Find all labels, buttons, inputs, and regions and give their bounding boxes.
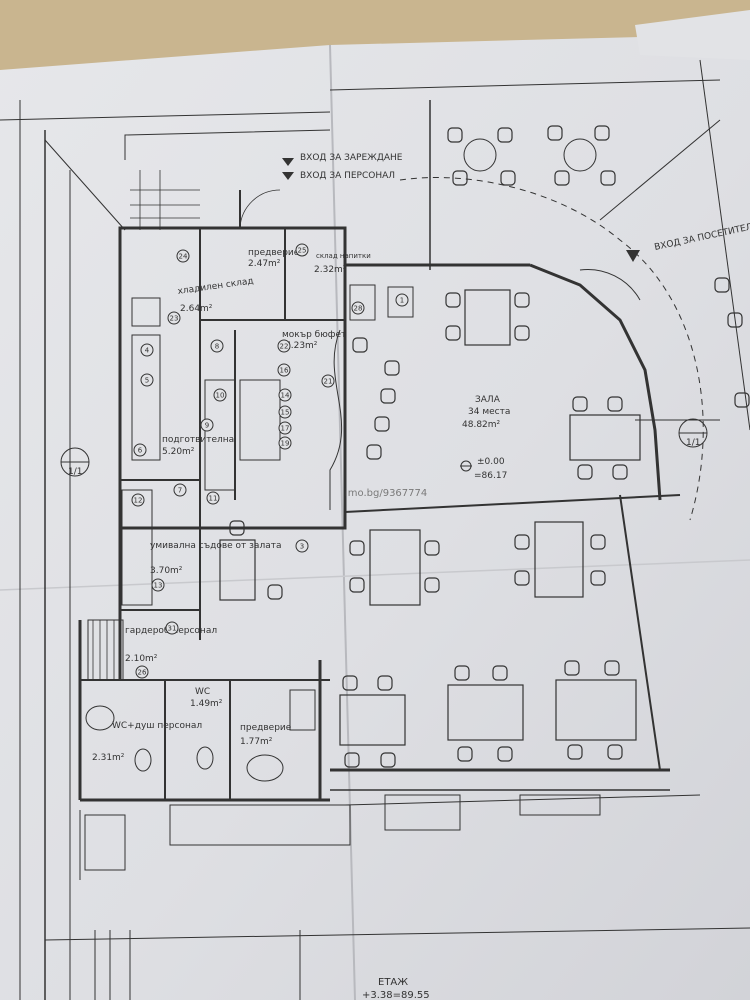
marker-circle — [321, 374, 335, 388]
watermark: imo.bg/9367774 — [345, 488, 427, 499]
marker-circle — [133, 443, 147, 457]
marker-circle — [277, 339, 291, 353]
floor-level: +3.38=89.55 — [362, 990, 430, 1000]
room-area: 2.31m² — [92, 753, 125, 763]
marker-circle — [277, 363, 291, 377]
marker-circle — [165, 621, 179, 635]
section-mark-left: 1/1 — [68, 467, 82, 477]
room-name: мокър бюфет — [282, 330, 346, 340]
marker-number: 12 — [134, 497, 143, 505]
marker-circle — [140, 373, 154, 387]
room-area: 7.23m² — [285, 341, 318, 351]
room-area: 5.20m² — [162, 447, 195, 457]
marker-circle — [351, 301, 365, 315]
marker-circle — [213, 388, 227, 402]
marker-circle — [176, 249, 190, 263]
arrow-down-icon — [282, 172, 294, 180]
room-area: 1.49m² — [190, 699, 223, 709]
marker-number: 1 — [400, 297, 404, 305]
room-name: WC — [195, 687, 210, 697]
room-area: 2.64m² — [180, 304, 213, 314]
room-name: склад напитки — [316, 252, 371, 260]
marker-circle — [210, 339, 224, 353]
marker-circle — [167, 311, 181, 325]
marker-number: 17 — [281, 425, 290, 433]
paper-sheet — [0, 35, 750, 1000]
room-markers: 1345678910111213141516171921222324252628… — [131, 243, 409, 679]
marker-number: 19 — [281, 440, 290, 448]
marker-number: 25 — [298, 247, 307, 255]
room-area: 3.70m² — [150, 566, 183, 576]
marker-number: 24 — [179, 253, 188, 261]
room-area: 2.47m² — [248, 259, 281, 269]
room-area: 2.32m² — [314, 265, 347, 275]
marker-circle — [206, 491, 220, 505]
marker-number: 5 — [145, 377, 149, 385]
marker-circle — [278, 436, 292, 450]
marker-number: 11 — [209, 495, 218, 503]
room-name: подготвителна — [162, 435, 234, 445]
room-name: WC+душ персонал — [112, 721, 202, 731]
staff-entrance-label: ВХОД ЗА ПЕРСОНАЛ — [300, 171, 395, 181]
marker-number: 28 — [354, 305, 363, 313]
level-marker-icon — [460, 460, 472, 472]
room-seats: 34 места — [468, 407, 510, 417]
room-name: предверие — [240, 723, 292, 733]
marker-number: 26 — [138, 669, 147, 677]
section-mark-right: 1/1 — [686, 438, 700, 448]
marker-circle — [295, 243, 309, 257]
level-abs-label: =86.17 — [474, 471, 507, 481]
marker-number: 4 — [145, 347, 150, 355]
marker-number: 21 — [324, 378, 333, 386]
marker-number: 14 — [281, 392, 290, 400]
marker-number: 15 — [281, 409, 290, 417]
delivery-entrance-label: ВХОД ЗА ЗАРЕЖДАНЕ — [300, 153, 403, 163]
marker-number: 9 — [205, 422, 209, 430]
marker-circle — [173, 483, 187, 497]
marker-number: 16 — [280, 367, 289, 375]
room-area: 48.82m² — [462, 420, 501, 430]
room-name: ЗАЛА — [475, 395, 501, 405]
arrow-down-icon — [626, 250, 640, 262]
marker-circle — [151, 578, 165, 592]
marker-number: 8 — [215, 343, 219, 351]
marker-circle — [131, 493, 145, 507]
room-area: 1.77m² — [240, 737, 273, 747]
marker-number: 22 — [280, 343, 289, 351]
marker-circle — [278, 388, 292, 402]
marker-number: 10 — [216, 392, 225, 400]
marker-circle — [278, 405, 292, 419]
marker-number: 7 — [178, 487, 182, 495]
marker-number: 3 — [300, 543, 304, 551]
marker-circle — [135, 665, 149, 679]
marker-circle — [278, 421, 292, 435]
room-name: умивална съдове от залата — [150, 541, 281, 551]
marker-number: 31 — [168, 625, 177, 633]
floor-name: ЕТАЖ — [378, 977, 408, 988]
room-area: 2.10m² — [125, 654, 158, 664]
marker-number: 13 — [154, 582, 163, 590]
arrow-down-icon — [282, 158, 294, 166]
marker-circle — [395, 293, 409, 307]
marker-circle — [200, 418, 214, 432]
outdoor-tables — [447, 125, 750, 408]
marker-circle — [295, 539, 309, 553]
marker-number: 6 — [138, 447, 143, 455]
hall-tables — [219, 289, 641, 768]
room-name: предверие — [248, 248, 300, 258]
level-zero-label: ±0.00 — [477, 457, 505, 467]
marker-circle — [140, 343, 154, 357]
marker-number: 23 — [170, 315, 179, 323]
